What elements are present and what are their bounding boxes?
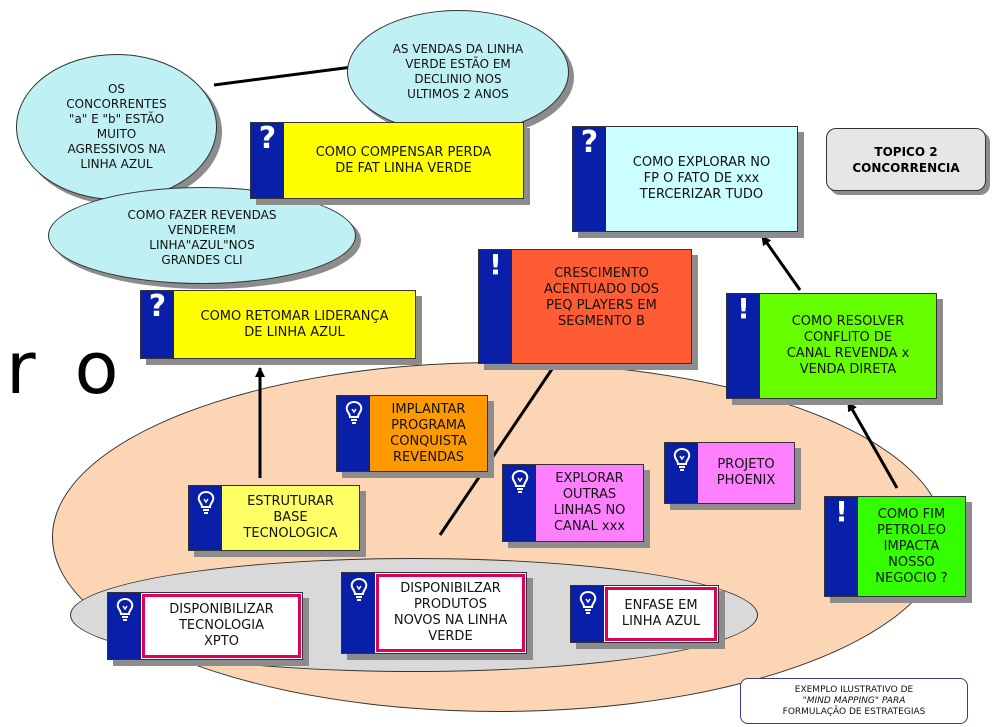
ellipse-revendas-text: COMO FAZER REVENDAS VENDEREM LINHA"AZUL"…: [127, 207, 277, 267]
insight-conflito-text: COMO RESOLVER CONFLITO DE CANAL REVENDA …: [786, 314, 910, 377]
idea-card-explorar-linhas[interactable]: EXPLORAR OUTRAS LINHAS NO CANAL xxx: [502, 464, 644, 542]
insight-card-petroleo[interactable]: ! COMO FIM PETROLEO IMPACTA NOSSO NEGOCI…: [824, 496, 966, 597]
exclamation-icon: !: [727, 294, 760, 398]
ellipse-vendas: AS VENDAS DA LINHA VERDE ESTÃO EM DECLIN…: [347, 10, 569, 134]
caption-line3: FORMULAÇÃO DE ESTRATEGIAS: [782, 706, 926, 717]
idea-card-phoenix[interactable]: PROJETO PHOENIX: [664, 442, 795, 504]
question-icon: ?: [573, 127, 606, 231]
lightbulb-icon: [342, 573, 375, 653]
lightbulb-icon: [189, 486, 222, 550]
arrow-conflito-to-explorar: [760, 235, 802, 291]
lightbulb-icon: [337, 396, 370, 471]
lightbulb-icon: [665, 443, 698, 503]
question-retomar-text: COMO RETOMAR LIDERANÇA DE LINHA AZUL: [200, 308, 389, 340]
idea-estruturar-text: ESTRUTURAR BASE TECNOLOGICA: [243, 494, 338, 541]
arrow-base-to-crescimento: [438, 337, 575, 536]
ellipse-concorrentes-text: OS CONCORRENTES "a" E "b" ESTÃO MUITO AG…: [66, 82, 167, 171]
exclamation-icon: !: [825, 497, 858, 596]
caption-line2: "MIND MAPPING" PARA: [802, 695, 906, 706]
lightbulb-icon: [503, 465, 536, 541]
idea-card-enfase[interactable]: ENFASE EM LINHA AZUL: [570, 585, 719, 643]
ellipse-vendas-text: AS VENDAS DA LINHA VERDE ESTÃO EM DECLIN…: [392, 42, 524, 101]
question-compensar-text: COMO COMPENSAR PERDA DE FAT LINHA VERDE: [315, 144, 492, 176]
fragment-text: r o: [6, 326, 127, 410]
question-explorar-fp-text: COMO EXPLORAR NO FP O FATO DE xxx TERCER…: [632, 155, 771, 202]
insight-card-conflito[interactable]: ! COMO RESOLVER CONFLITO DE CANAL REVEND…: [726, 293, 937, 399]
idea-implantar-text: IMPLANTAR PROGRAMA CONQUISTA REVENDAS: [390, 401, 467, 465]
ellipse-revendas: COMO FAZER REVENDAS VENDEREM LINHA"AZUL"…: [48, 187, 356, 284]
caption-box: EXEMPLO ILUSTRATIVO DE "MIND MAPPING" PA…: [740, 678, 968, 724]
idea-card-xpto[interactable]: DISPONIBILIZAR TECNOLOGIA XPTO: [107, 592, 303, 660]
insight-crescimento-text: CRESCIMENTO ACENTUADO DOS PEQ PLAYERS EM…: [544, 266, 659, 329]
idea-card-implantar[interactable]: IMPLANTAR PROGRAMA CONQUISTA REVENDAS: [336, 395, 488, 472]
idea-xpto-text: DISPONIBILIZAR TECNOLOGIA XPTO: [142, 594, 301, 658]
idea-produtos-text: DISPONIBILZAR PRODUTOS NOVOS NA LINHA VE…: [376, 574, 525, 652]
topic-label: TOPICO 2 CONCORRENCIA: [826, 128, 986, 191]
ellipse-concorrentes: OS CONCORRENTES "a" E "b" ESTÃO MUITO AG…: [16, 54, 217, 200]
insight-card-crescimento[interactable]: ! CRESCIMENTO ACENTUADO DOS PEQ PLAYERS …: [478, 249, 692, 364]
idea-card-estruturar[interactable]: ESTRUTURAR BASE TECNOLOGICA: [188, 485, 360, 551]
idea-explorar-linhas-text: EXPLORAR OUTRAS LINHAS NO CANAL xxx: [553, 471, 626, 534]
question-card-compensar[interactable]: ? COMO COMPENSAR PERDA DE FAT LINHA VERD…: [250, 122, 524, 199]
idea-card-produtos[interactable]: DISPONIBILZAR PRODUTOS NOVOS NA LINHA VE…: [341, 572, 527, 654]
caption-line1: EXEMPLO ILUSTRATIVO DE: [794, 684, 914, 695]
idea-enfase-text: ENFASE EM LINHA AZUL: [605, 587, 717, 641]
lightbulb-icon: [108, 593, 141, 659]
question-icon: ?: [251, 123, 284, 198]
arrow-concorrentes-to-vendas: [213, 62, 361, 87]
insight-petroleo-text: COMO FIM PETROLEO IMPACTA NOSSO NEGOCIO …: [875, 506, 948, 586]
question-card-retomar[interactable]: ? COMO RETOMAR LIDERANÇA DE LINHA AZUL: [140, 290, 416, 359]
topic-label-text: TOPICO 2 CONCORRENCIA: [852, 144, 960, 175]
arrow-petroleo-to-conflito: [846, 401, 899, 489]
lightbulb-icon: [571, 586, 604, 642]
exclamation-icon: !: [479, 250, 512, 363]
question-card-explorar-fp[interactable]: ? COMO EXPLORAR NO FP O FATO DE xxx TERC…: [572, 126, 798, 232]
idea-phoenix-text: PROJETO PHOENIX: [716, 457, 776, 488]
question-icon: ?: [141, 291, 174, 358]
